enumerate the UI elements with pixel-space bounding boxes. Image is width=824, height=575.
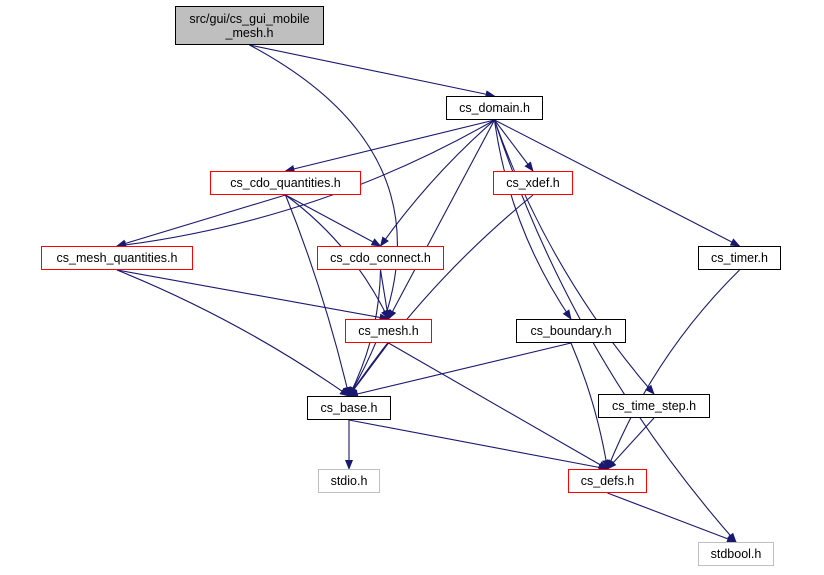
- edge-mesh_quantities-to-mesh: [116, 269, 390, 322]
- edge-timer-to-defs: [606, 269, 740, 470]
- edge-root-to-domain: [249, 44, 496, 99]
- edge-cdo_quantities-to-cdo_connect: [285, 194, 382, 247]
- edge-layer: [116, 44, 741, 543]
- edge-domain-to-time_step: [493, 119, 655, 395]
- edge-cdo_quantities-to-mesh_quantities: [116, 194, 286, 248]
- node-cs-mesh[interactable]: cs_mesh.h: [345, 319, 432, 343]
- edge-defs-to-stdbool: [607, 492, 737, 543]
- node-cs-defs[interactable]: cs_defs.h: [568, 469, 647, 493]
- edge-mesh-to-defs: [388, 342, 609, 470]
- edge-cdo_connect-to-mesh: [379, 269, 391, 320]
- edge-mesh_quantities-to-base: [116, 269, 350, 397]
- edge-time_step-to-defs: [606, 417, 655, 470]
- node-cs-cdo-quantities[interactable]: cs_cdo_quantities.h: [210, 171, 361, 195]
- edge-cdo_quantities-to-base: [284, 194, 351, 397]
- node-stdbool: stdbool.h: [698, 542, 774, 566]
- edge-domain-to-mesh: [388, 119, 495, 320]
- edge-boundary-to-defs: [570, 342, 611, 470]
- edge-domain-to-timer: [494, 119, 741, 247]
- node-cs-xdef[interactable]: cs_xdef.h: [493, 171, 573, 195]
- node-cs-time-step[interactable]: cs_time_step.h: [598, 394, 710, 418]
- node-cs-boundary[interactable]: cs_boundary.h: [516, 319, 626, 343]
- edge-domain-to-mesh_quantities: [116, 119, 495, 249]
- edge-domain-to-cdo_quantities: [284, 119, 495, 173]
- edge-domain-to-cdo_connect: [379, 119, 495, 247]
- edge-domain-to-xdef: [494, 119, 534, 172]
- node-cs-mesh-quantities[interactable]: cs_mesh_quantities.h: [41, 246, 193, 270]
- edge-domain-to-boundary: [493, 119, 572, 320]
- node-cs-gui-mobile-mesh: src/gui/cs_gui_mobile _mesh.h: [175, 6, 324, 45]
- node-cs-base[interactable]: cs_base.h: [307, 396, 391, 420]
- edge-base-to-defs: [348, 419, 609, 472]
- node-cs-timer[interactable]: cs_timer.h: [698, 246, 781, 270]
- edge-xdef-to-base: [348, 194, 534, 397]
- edge-root-to-base: [249, 44, 398, 397]
- node-cs-domain[interactable]: cs_domain.h: [446, 96, 543, 120]
- node-stdio: stdio.h: [318, 469, 380, 493]
- edge-boundary-to-base: [348, 342, 572, 398]
- node-cs-cdo-connect[interactable]: cs_cdo_connect.h: [317, 246, 444, 270]
